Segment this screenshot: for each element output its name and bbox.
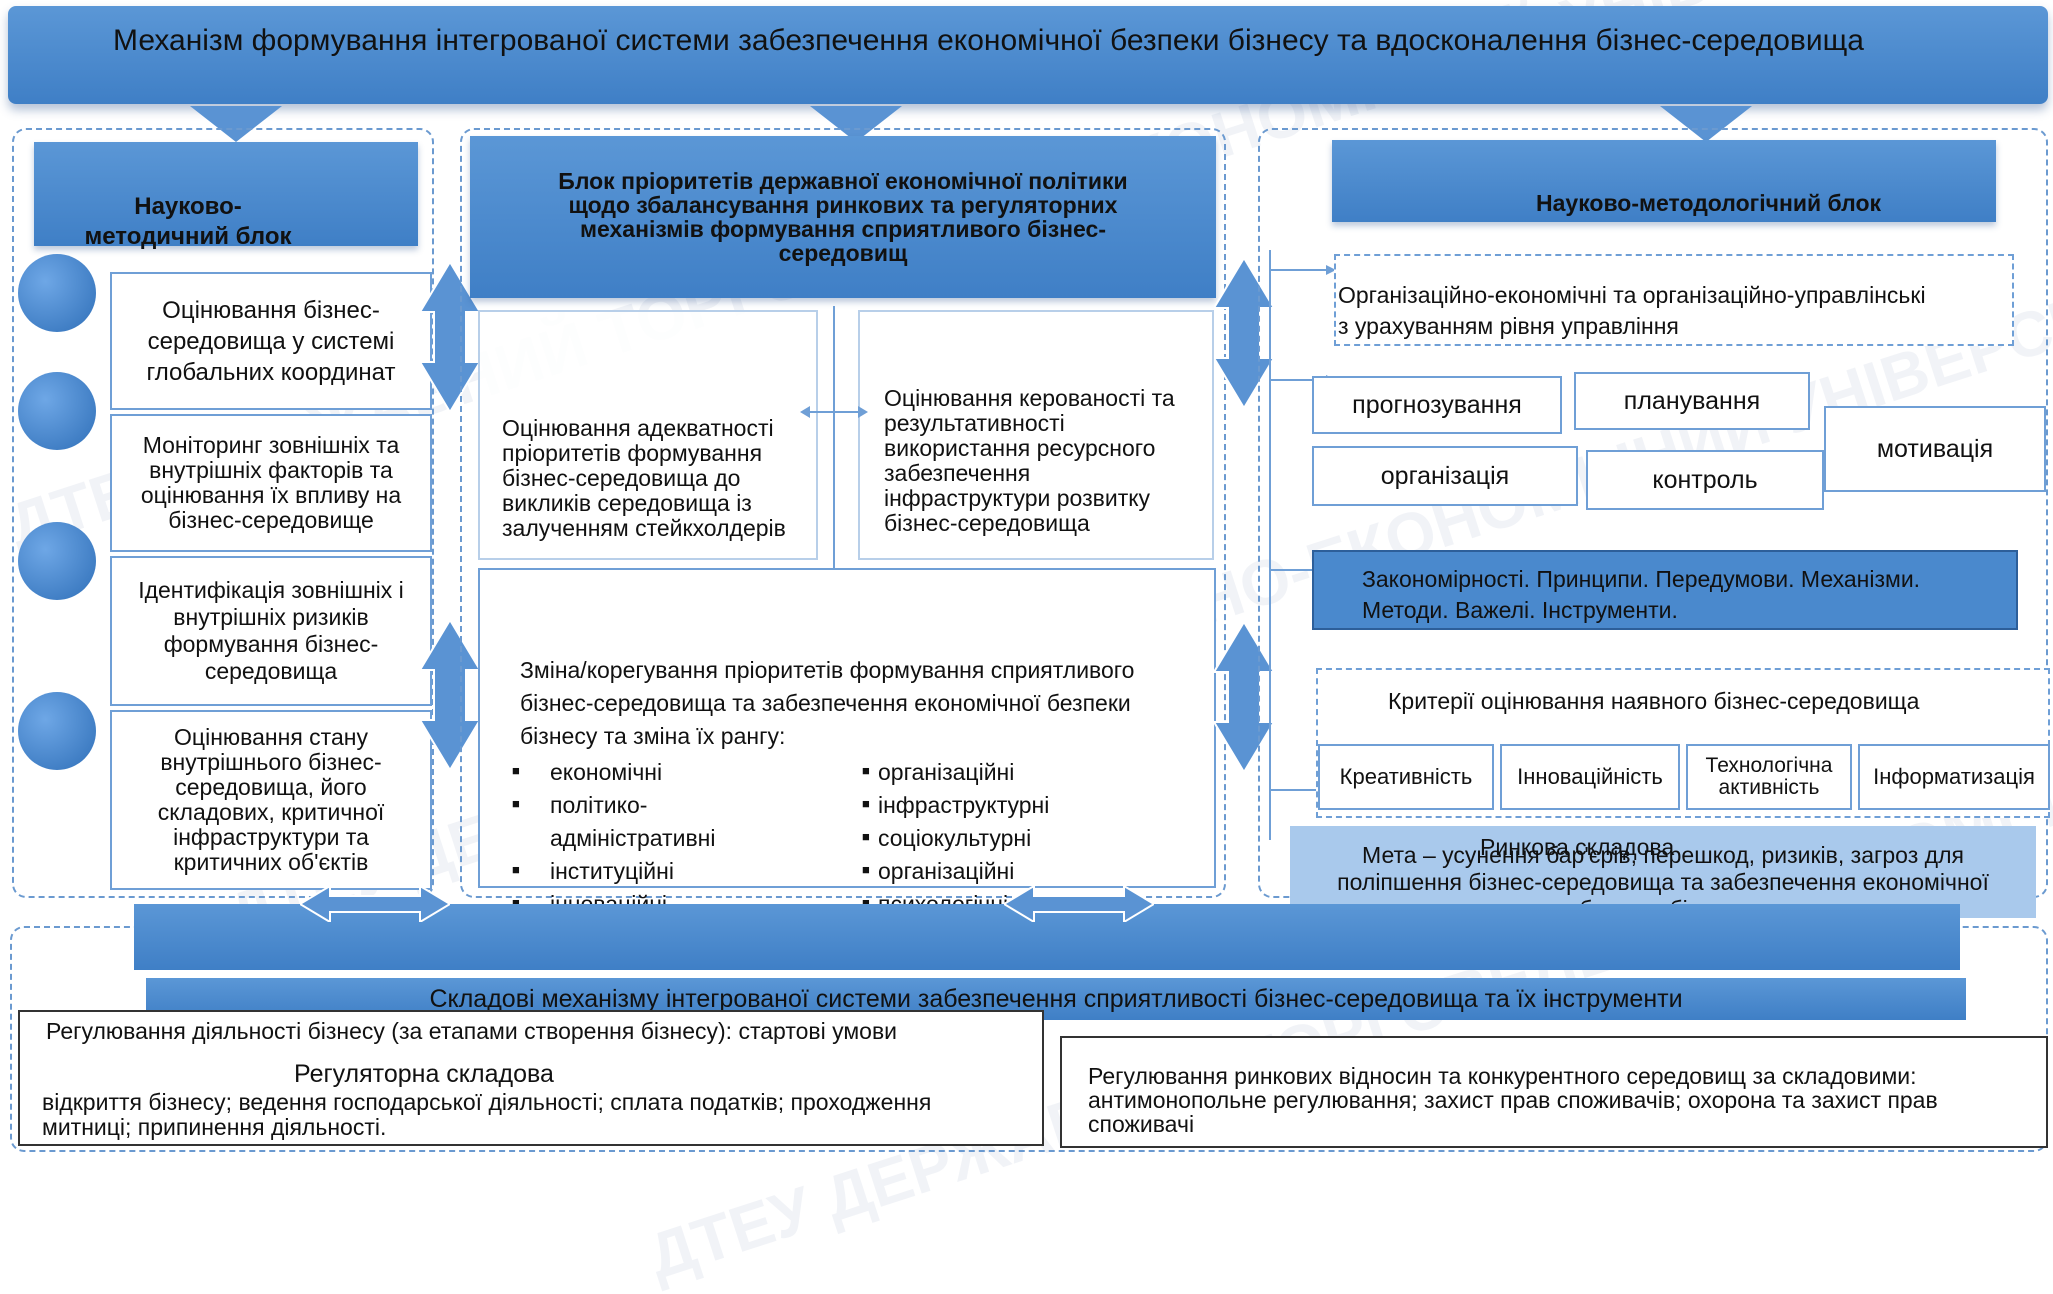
criteria-title: Критерії оцінювання наявного бізнес-сере…	[1388, 688, 1920, 714]
criterion-innovation-label: Інноваційність	[1517, 764, 1663, 789]
priority-item: інфраструктурні	[862, 787, 1122, 822]
center-block	[460, 128, 1226, 898]
center-block-header: Блок пріоритетів державної економічної п…	[470, 136, 1216, 298]
left-item-2-text: Моніторинг зовнішніх та внутрішніх факто…	[140, 432, 402, 533]
left-block-header: Науково- методичний блок	[34, 142, 418, 250]
bullet-circle-2	[18, 372, 96, 450]
left-item-4-text: Оцінювання стану внутрішнього бізнес-сер…	[157, 724, 385, 875]
center-box-left: Оцінювання адекватності пріоритетів форм…	[478, 310, 818, 560]
bullet-circle-1	[18, 254, 96, 332]
bottom-double-arrow-left	[300, 886, 450, 922]
criterion-informatization-label: Інформатизація	[1873, 764, 2035, 789]
priority-list-left: економічні політико-адміністративні інст…	[512, 754, 752, 921]
laws-text: Закономірності. Принципи. Передумови. Ме…	[1362, 566, 1921, 623]
center-box-right: Оцінювання керованості та результативнос…	[858, 310, 1214, 560]
laws-box: Закономірності. Принципи. Передумови. Ме…	[1312, 550, 2018, 630]
center-connector-arrows	[800, 306, 868, 580]
function-forecast-label: прогнозування	[1352, 390, 1522, 419]
priority-item: організаційні	[862, 754, 1122, 789]
criterion-informatization: Інформатизація	[1858, 744, 2050, 810]
priority-item: інституційні	[512, 853, 752, 888]
priority-item: політико-адміністративні	[512, 787, 752, 855]
criterion-creativity-label: Креативність	[1339, 764, 1473, 789]
regulatory-subtitle: Регуляторна складова	[294, 1060, 554, 1088]
function-motivation-label: мотивація	[1876, 434, 1994, 463]
regulatory-title: Регулювання діяльності бізнесу (за етапа…	[46, 1018, 898, 1044]
bullet-circle-4	[18, 692, 96, 770]
priority-item: соціокультурні	[862, 820, 1122, 855]
left-block	[12, 128, 434, 898]
left-item-1: Оцінювання бізнес-середовища у системі г…	[110, 272, 432, 410]
market-regulation-text: Регулювання ринкових відносин та конкуре…	[1088, 1063, 1938, 1137]
priority-item: організаційні	[862, 853, 1122, 888]
left-item-3: Ідентифікація зовнішніх і внутрішніх риз…	[110, 556, 432, 706]
criterion-tech-label: Технологічна активність	[1705, 754, 1833, 799]
bottom-double-arrow-center	[1004, 886, 1154, 922]
left-item-1-text: Оцінювання бізнес-середовища у системі г…	[146, 296, 396, 386]
function-forecast: прогнозування	[1312, 376, 1562, 434]
right-block-title: Науково-методологічний блок	[1536, 190, 1882, 216]
function-control-label: контроль	[1652, 465, 1758, 494]
left-item-4: Оцінювання стану внутрішнього бізнес-сер…	[110, 710, 432, 890]
function-planning-label: планування	[1623, 386, 1761, 415]
regulatory-text: відкриття бізнесу; ведення господарської…	[42, 1089, 932, 1140]
priority-item: економічні	[512, 754, 752, 789]
function-motivation: мотивація	[1824, 406, 2046, 492]
double-arrow-left-center-top	[420, 262, 480, 412]
function-control: контроль	[1586, 450, 1824, 510]
function-planning: планування	[1574, 372, 1810, 430]
bottom-header-text: Складові механізму інтегрованої системи …	[429, 984, 1683, 1013]
regulatory-box: Регулювання діяльності бізнесу (за етапа…	[18, 1010, 1044, 1146]
right-block-header: Науково-методологічний блок	[1332, 140, 1996, 222]
criterion-tech: Технологічна активність	[1686, 744, 1852, 810]
market-regulation-box: Регулювання ринкових відносин та конкуре…	[1060, 1036, 2048, 1148]
left-item-3-text: Ідентифікація зовнішніх і внутрішніх риз…	[138, 577, 404, 684]
criterion-innovation: Інноваційність	[1500, 744, 1680, 810]
bottom-connector-band	[134, 904, 1960, 970]
double-arrow-left-center-bottom	[420, 620, 480, 770]
center-block-title: Блок пріоритетів державної економічної п…	[558, 168, 1128, 266]
left-block-title: Науково- методичний блок	[84, 193, 292, 250]
arrow-down-left	[190, 106, 282, 142]
market-label: Ринкова складова	[1480, 834, 1675, 860]
page-title: Механізм формування інтегрованої системи…	[113, 24, 1864, 57]
center-change-box: Зміна/корегування пріоритетів формування…	[478, 568, 1216, 919]
center-box-right-text: Оцінювання керованості та результативнос…	[884, 385, 1175, 536]
title-bar: Механізм формування інтегрованої системи…	[8, 6, 2048, 104]
center-box-left-text: Оцінювання адекватності пріоритетів форм…	[502, 415, 786, 541]
function-organization-label: організація	[1380, 461, 1510, 490]
bullet-circle-3	[18, 522, 96, 600]
left-item-2: Моніторинг зовнішніх та внутрішніх факто…	[110, 414, 432, 552]
right-org-box: Організаційно-економічні та організаційн…	[1334, 254, 2014, 346]
center-change-text: Зміна/корегування пріоритетів формування…	[520, 657, 1135, 749]
function-organization: організація	[1312, 446, 1578, 506]
criterion-creativity: Креативність	[1318, 744, 1494, 810]
right-org-text: Організаційно-економічні та організаційн…	[1338, 282, 1926, 339]
arrow-down-right	[1660, 106, 1752, 142]
